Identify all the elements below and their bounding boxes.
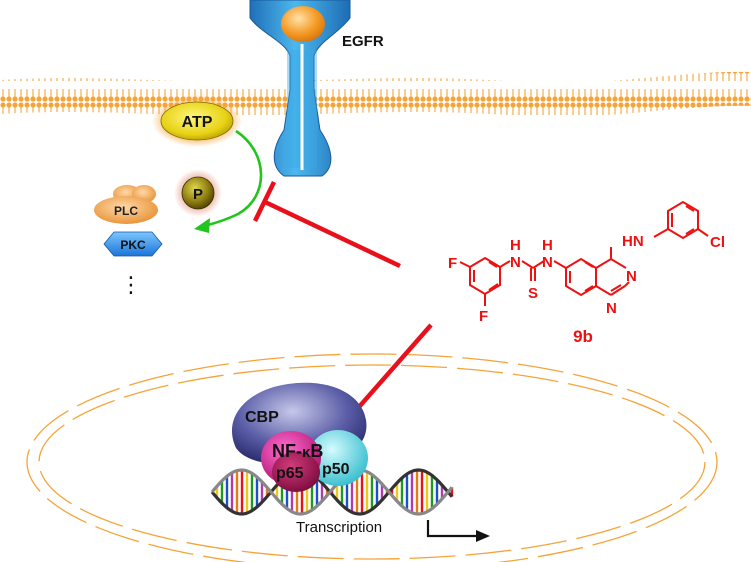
compound-name: 9b xyxy=(573,327,593,346)
atom-n-ring-1: N xyxy=(626,268,637,285)
p50-label: p50 xyxy=(322,461,350,478)
dna-backbone-strand xyxy=(210,468,454,516)
p65-label: p65 xyxy=(276,465,304,482)
activation-arrow xyxy=(194,129,263,233)
atom-hn: HN xyxy=(622,233,644,250)
atom-f-top: F xyxy=(448,255,457,272)
p50-subunit xyxy=(308,430,368,486)
atom-h-left: H xyxy=(510,237,521,254)
atp-molecule: ATP xyxy=(152,95,242,147)
transcription-arrow-icon xyxy=(426,520,480,538)
atom-cl: Cl xyxy=(710,234,725,251)
dna-helix xyxy=(210,468,454,516)
compound-9b-atoms: F F H N H N S HN N N Cl xyxy=(448,233,725,325)
plc-protein: PLC xyxy=(94,185,158,224)
dna-backbone-strand xyxy=(210,468,454,516)
phosphate-label: P xyxy=(193,186,203,203)
pkc-label: PKC xyxy=(120,238,146,252)
nfkb-complex: NF-κB p65 p50 xyxy=(261,430,368,492)
plc-label: PLC xyxy=(114,204,138,218)
egfr-label: EGFR xyxy=(342,33,384,50)
atom-f-bottom: F xyxy=(479,308,488,325)
cell-membrane xyxy=(0,71,751,118)
atom-s: S xyxy=(528,285,538,302)
atp-label: ATP xyxy=(182,114,213,131)
nucleus-envelope xyxy=(26,353,718,562)
nfkb-label: NF-κB xyxy=(272,441,323,461)
egfr-receptor xyxy=(249,0,351,177)
transcription-label: Transcription xyxy=(296,519,382,536)
atom-n-right: N xyxy=(542,254,553,271)
inhibition-egfr xyxy=(252,181,401,269)
atom-n-ring-2: N xyxy=(606,300,617,317)
atom-h-right: H xyxy=(542,237,553,254)
phosphate-molecule: P xyxy=(174,169,222,217)
cbp-label: CBP xyxy=(245,409,279,426)
atom-n-left: N xyxy=(510,254,521,271)
egf-ligand xyxy=(281,6,325,42)
transcription-arrowhead xyxy=(476,530,490,542)
pathway-ellipsis: ⋮ xyxy=(120,272,142,297)
compound-9b-structure xyxy=(459,200,709,306)
pkc-protein: PKC xyxy=(103,231,163,257)
